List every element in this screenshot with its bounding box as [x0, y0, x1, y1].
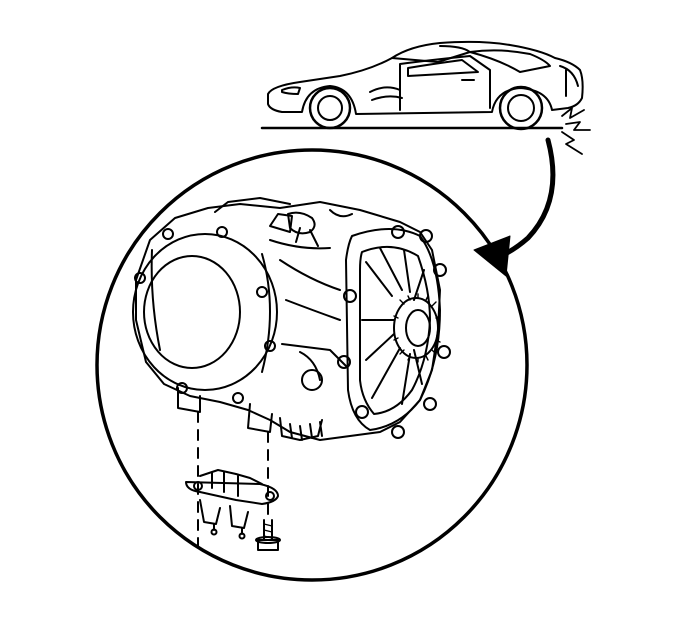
- bracket-hole-right: [265, 491, 275, 501]
- output-ring-teeth: [393, 293, 441, 363]
- bracket-studs: [210, 523, 246, 540]
- flange-ribs: [361, 247, 425, 405]
- mounting-bracket: [185, 469, 279, 540]
- bolt-head: [257, 539, 279, 551]
- bracket-web: [199, 469, 263, 497]
- center-web: [269, 239, 347, 381]
- noise-indicator: [561, 107, 591, 155]
- car-body: [267, 40, 584, 115]
- flange-bolts: [337, 225, 451, 439]
- front-wheel-hub: [317, 95, 343, 121]
- car-side-scoop: [369, 86, 403, 101]
- rear-wheel: [498, 85, 544, 131]
- bolt-washer: [255, 536, 281, 544]
- car-rear-window: [469, 49, 551, 73]
- alignment-lines: [197, 411, 269, 547]
- car-headlight: [281, 86, 301, 95]
- bracket-hole-left: [193, 481, 203, 491]
- top-casting: [214, 197, 353, 247]
- side-cover-bolts: [134, 226, 276, 404]
- carrier-flange-inner: [359, 245, 431, 415]
- callout-arrow: [473, 137, 556, 277]
- front-wheel: [308, 86, 352, 130]
- bracket-foot: [199, 499, 249, 529]
- car-door-window: [407, 59, 479, 77]
- side-cover-outer: [132, 233, 278, 391]
- lower-mount-ears: [177, 387, 323, 441]
- side-cover-rim: [150, 249, 271, 373]
- car-door: [399, 55, 491, 111]
- center-boss: [301, 369, 323, 391]
- bolt-threads: [263, 523, 273, 539]
- side-cover-inner: [143, 255, 241, 369]
- bracket-plate: [185, 481, 279, 505]
- vent-fitting: [269, 213, 293, 233]
- detail-circle: [95, 148, 529, 582]
- output-ring-outer: [393, 297, 439, 359]
- output-ring-inner: [405, 309, 431, 347]
- rear-wheel-hub: [507, 94, 535, 122]
- mounting-bolt: [255, 519, 281, 551]
- differential-housing: [132, 197, 451, 441]
- car-side-view: [260, 40, 584, 131]
- car-rear-panel: [559, 65, 579, 97]
- lower-fins: [289, 421, 323, 441]
